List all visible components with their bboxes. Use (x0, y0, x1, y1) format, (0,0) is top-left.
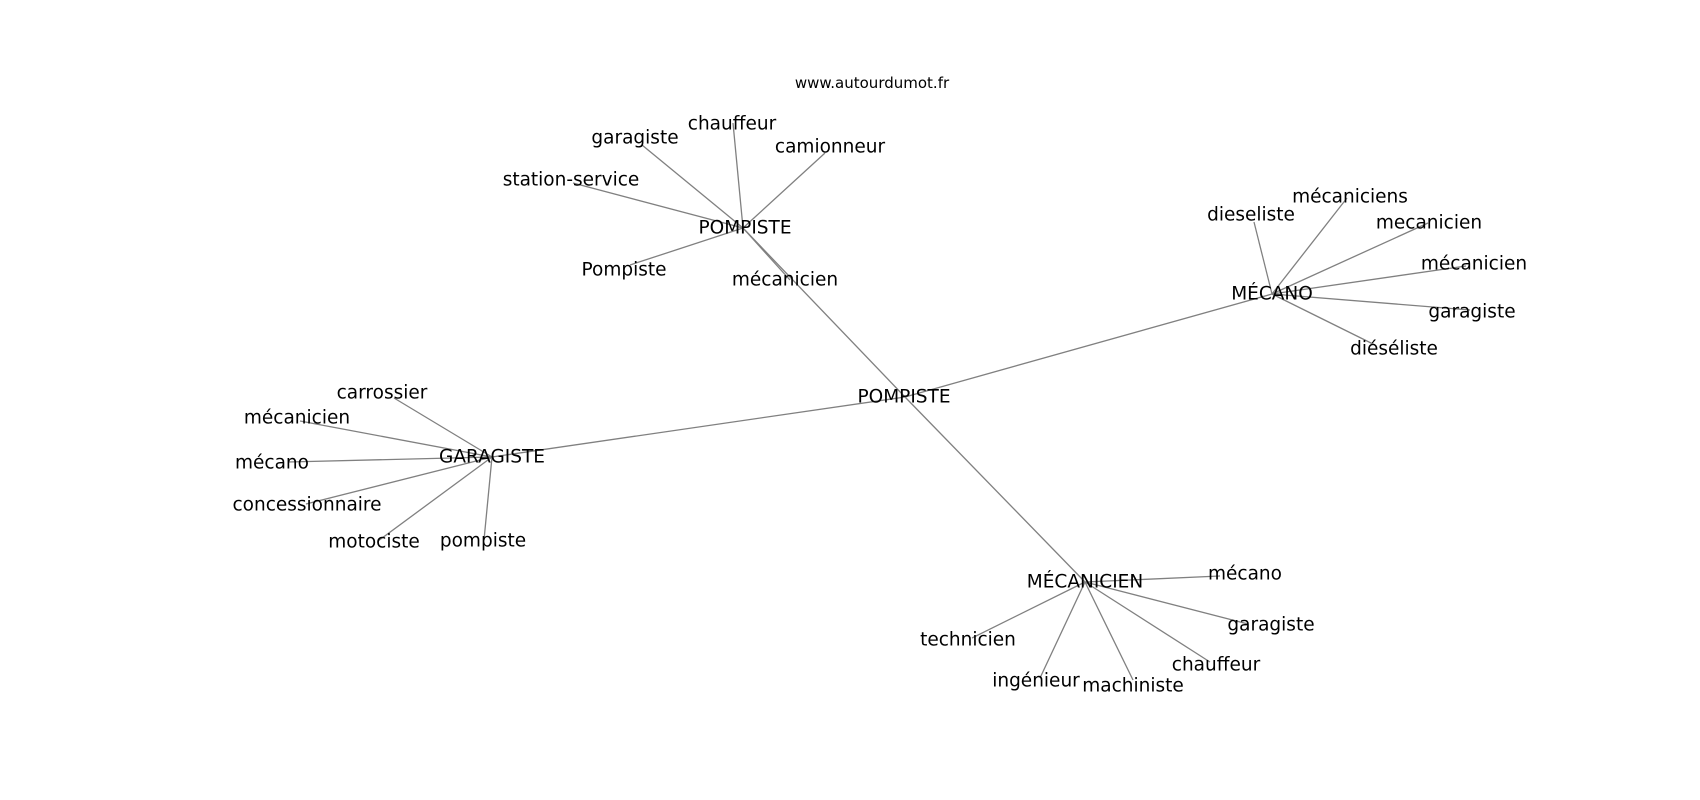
node-hub-mecanicien: MÉCANICIEN (1027, 571, 1143, 593)
node-hub-pompiste: POMPISTE (698, 218, 791, 239)
node-p-pompiste-cap: Pompiste (582, 260, 667, 281)
edge-hub-garagiste-g-concessionnaire (305, 456, 493, 505)
node-c-chauffeur: chauffeur (1172, 655, 1261, 676)
edge-hub-garagiste-g-motociste (377, 456, 493, 542)
node-p-mecanicien: mécanicien (732, 270, 838, 291)
edge-hub-garagiste-g-mecano (287, 456, 493, 463)
node-p-chauffeur: chauffeur (688, 114, 777, 135)
node-center: POMPISTE (857, 387, 950, 408)
edge-hub-pompiste-p-pompiste-cap (629, 227, 744, 266)
node-g-carrossier: carrossier (337, 383, 428, 404)
node-p-camionneur: camionneur (775, 137, 886, 158)
edge-center-hub-mecano (904, 293, 1273, 398)
edge-hub-mecano-m-dieseliste (1253, 221, 1273, 295)
edge-hub-pompiste-p-mecanicien (742, 227, 791, 281)
node-c-technicien: technicien (920, 630, 1016, 651)
graph-edges (287, 122, 1471, 681)
node-c-mecano: mécano (1208, 564, 1282, 585)
node-c-garagiste: garagiste (1227, 615, 1314, 636)
node-p-station-service: station-service (503, 170, 640, 191)
edge-center-hub-garagiste (491, 396, 906, 458)
edge-hub-mecanicien-c-mecano (1084, 575, 1221, 583)
node-g-pompiste: pompiste (440, 531, 526, 552)
node-hub-mecano: MÉCANO (1231, 283, 1313, 305)
node-c-ingenieur: ingénieur (992, 671, 1080, 692)
node-g-concessionnaire: concessionnaire (232, 495, 381, 516)
edge-hub-mecanicien-c-ingenieur (1039, 581, 1086, 679)
graph-labels: POMPISTEPOMPISTEgaragistechauffeurcamion… (232, 114, 1527, 697)
edge-hub-mecano-m-garagiste (1271, 293, 1471, 311)
node-c-machiniste: machiniste (1082, 676, 1184, 697)
edge-center-hub-mecanicien (904, 396, 1086, 583)
node-hub-garagiste: GARAGISTE (439, 447, 545, 468)
node-g-motociste: motociste (328, 532, 420, 553)
edge-hub-mecano-m-mecaniciens (1271, 197, 1348, 295)
edge-hub-pompiste-p-camionneur (742, 152, 826, 229)
edge-hub-mecanicien-c-machiniste (1084, 581, 1134, 681)
edge-hub-mecanicien-c-chauffeur (1084, 581, 1211, 663)
edge-hub-mecanicien-c-technicien (971, 581, 1086, 639)
edge-hub-mecano-m-mecanicien (1271, 265, 1467, 295)
node-m-mecanicien-noacc: mecanicien (1376, 213, 1482, 234)
node-m-mecanicien: mécanicien (1421, 254, 1527, 275)
edge-hub-pompiste-p-station-service (572, 182, 744, 229)
edge-hub-pompiste-p-garagiste (641, 144, 744, 229)
node-m-dieseliste-acc: diéséliste (1350, 339, 1438, 360)
node-m-mecaniciens: mécaniciens (1292, 187, 1408, 208)
edge-hub-mecano-m-dieseliste-acc (1271, 293, 1376, 346)
node-p-garagiste: garagiste (591, 128, 678, 149)
edge-hub-pompiste-p-chauffeur (732, 122, 744, 229)
edge-center-hub-pompiste (742, 227, 906, 398)
node-g-mecano: mécano (235, 453, 309, 474)
edge-hub-garagiste-g-carrossier (393, 397, 493, 458)
edge-hub-mecanicien-c-garagiste (1084, 581, 1249, 625)
node-g-mecanicien: mécanicien (244, 408, 350, 429)
edge-hub-garagiste-g-pompiste (483, 456, 493, 541)
source-credit: www.autourdumot.fr (795, 74, 950, 92)
edge-hub-mecano-m-mecanicien-noacc (1271, 222, 1429, 295)
node-m-garagiste: garagiste (1428, 302, 1515, 323)
node-m-dieseliste: dieseliste (1207, 205, 1295, 226)
edge-hub-garagiste-g-mecanicien (299, 420, 493, 458)
